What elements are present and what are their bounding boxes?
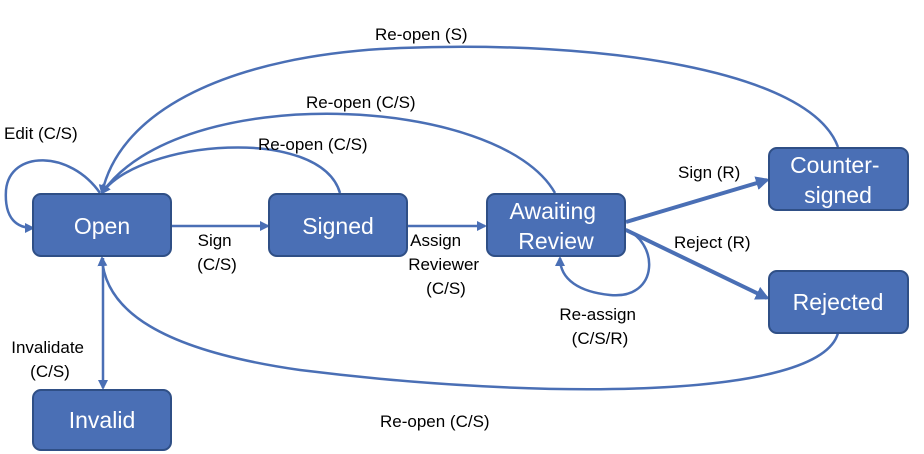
- state-countersigned: Counter- signed: [768, 147, 909, 211]
- state-awaiting-review-line1: Awaiting: [510, 198, 597, 224]
- label-sign: Sign (C/S): [197, 231, 237, 274]
- state-countersigned-line2: signed: [804, 182, 872, 208]
- state-awaiting-review: Awaiting Review: [486, 193, 626, 257]
- state-invalid-label: Invalid: [69, 407, 135, 433]
- state-awaiting-review-label: Awaiting Review: [510, 198, 603, 254]
- label-assign-line1: Assign: [410, 231, 461, 250]
- state-signed-label: Signed: [302, 213, 374, 239]
- edge-reopen-from-signed: [100, 146, 342, 195]
- edge-edit-self-loop: [4, 159, 102, 233]
- state-rejected: Rejected: [768, 270, 909, 334]
- edge-reopen-from-review: [100, 112, 557, 195]
- edge-reopen-from-countersigned: [98, 45, 840, 195]
- label-reassign: Re-assign (C/S/R): [559, 305, 640, 348]
- label-edit: Edit (C/S): [4, 124, 78, 143]
- label-sign-line2: (C/S): [197, 255, 237, 274]
- edge-review-to-countersigned: [625, 176, 770, 224]
- label-invalidate-line2: (C/S): [30, 362, 70, 381]
- label-reopen-from-review: Re-open (C/S): [306, 93, 416, 112]
- label-assign-reviewer: Assign Reviewer (C/S): [408, 231, 484, 298]
- label-reassign-line1: Re-assign: [559, 305, 636, 324]
- label-reopen-from-countersigned: Re-open (S): [375, 25, 468, 44]
- label-sign-line1: Sign: [198, 231, 232, 250]
- edge-reassign-self-loop: [555, 226, 651, 297]
- state-rejected-label: Rejected: [793, 289, 884, 315]
- state-open-label: Open: [74, 213, 130, 239]
- label-sign-reviewer: Sign (R): [678, 163, 740, 182]
- state-countersigned-label: Counter- signed: [790, 152, 886, 208]
- label-assign-line2: Reviewer: [408, 255, 479, 274]
- state-awaiting-review-line2: Review: [518, 228, 594, 254]
- label-reject: Reject (R): [674, 233, 751, 252]
- label-reopen-from-signed: Re-open (C/S): [258, 135, 368, 154]
- label-assign-line3: (C/S): [426, 279, 466, 298]
- edge-reopen-from-rejected: [97, 256, 840, 391]
- state-countersigned-line1: Counter-: [790, 152, 879, 178]
- state-invalid: Invalid: [32, 389, 172, 451]
- edge-review-to-rejected: [625, 228, 770, 300]
- label-invalidate: Invalidate (C/S): [11, 338, 89, 381]
- state-signed: Signed: [268, 193, 408, 257]
- state-open: Open: [32, 193, 172, 257]
- label-reopen-from-rejected: Re-open (C/S): [380, 412, 490, 431]
- label-invalidate-line1: Invalidate: [11, 338, 84, 357]
- label-reassign-line2: (C/S/R): [572, 329, 629, 348]
